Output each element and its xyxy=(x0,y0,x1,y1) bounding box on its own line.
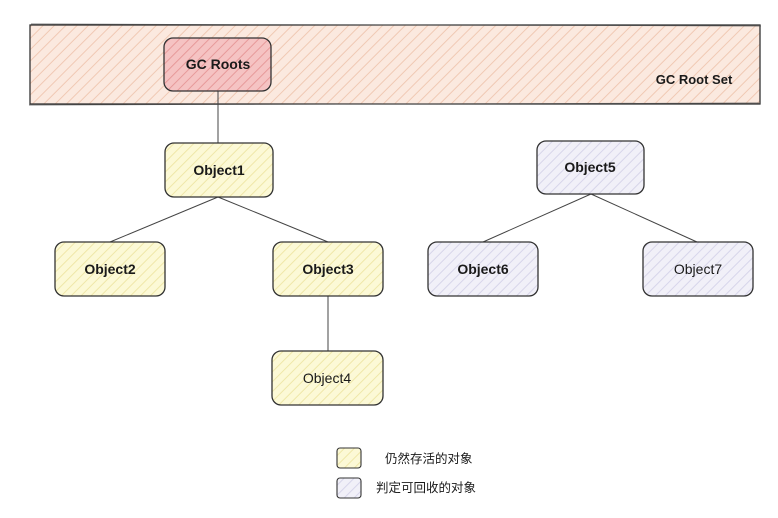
legend-item-alive: 仍然存活的对象 xyxy=(336,447,473,469)
node-object1-label: Object1 xyxy=(193,162,245,178)
node-gc-roots: GC Roots xyxy=(163,37,272,92)
legend: 仍然存活的对象 判定可回收的对象 xyxy=(336,447,476,499)
node-object4-label: Object4 xyxy=(303,370,351,386)
legend-item-collectable: 判定可回收的对象 xyxy=(336,477,476,499)
legend-swatch-collectable xyxy=(336,477,362,499)
gc-root-set-label: GC Root Set xyxy=(656,72,733,87)
legend-swatch-alive xyxy=(336,447,362,469)
node-object3: Object3 xyxy=(272,241,384,297)
node-object5: Object5 xyxy=(536,140,645,195)
node-gc-roots-label: GC Roots xyxy=(186,56,251,72)
legend-label-collectable: 判定可回收的对象 xyxy=(376,480,476,495)
edge-object5-object6 xyxy=(482,193,592,243)
edge-object1-object3 xyxy=(217,196,329,243)
node-object2: Object2 xyxy=(54,241,166,297)
node-object4: Object4 xyxy=(271,350,384,406)
gc-root-set-region: GC Root Set xyxy=(28,23,762,106)
node-object1: Object1 xyxy=(164,142,274,198)
node-object2-label: Object2 xyxy=(84,261,136,277)
edges xyxy=(109,91,698,351)
gc-root-set-box xyxy=(29,24,761,105)
edge-object1-object2 xyxy=(109,196,219,243)
node-object3-label: Object3 xyxy=(302,261,354,277)
node-object5-label: Object5 xyxy=(564,159,616,175)
edge-object5-object7 xyxy=(590,193,698,243)
legend-label-alive: 仍然存活的对象 xyxy=(385,451,473,466)
node-object7-label: Object7 xyxy=(674,261,722,277)
node-object7: Object7 xyxy=(642,241,754,297)
node-object6-label: Object6 xyxy=(457,261,509,277)
node-object6: Object6 xyxy=(427,241,539,297)
